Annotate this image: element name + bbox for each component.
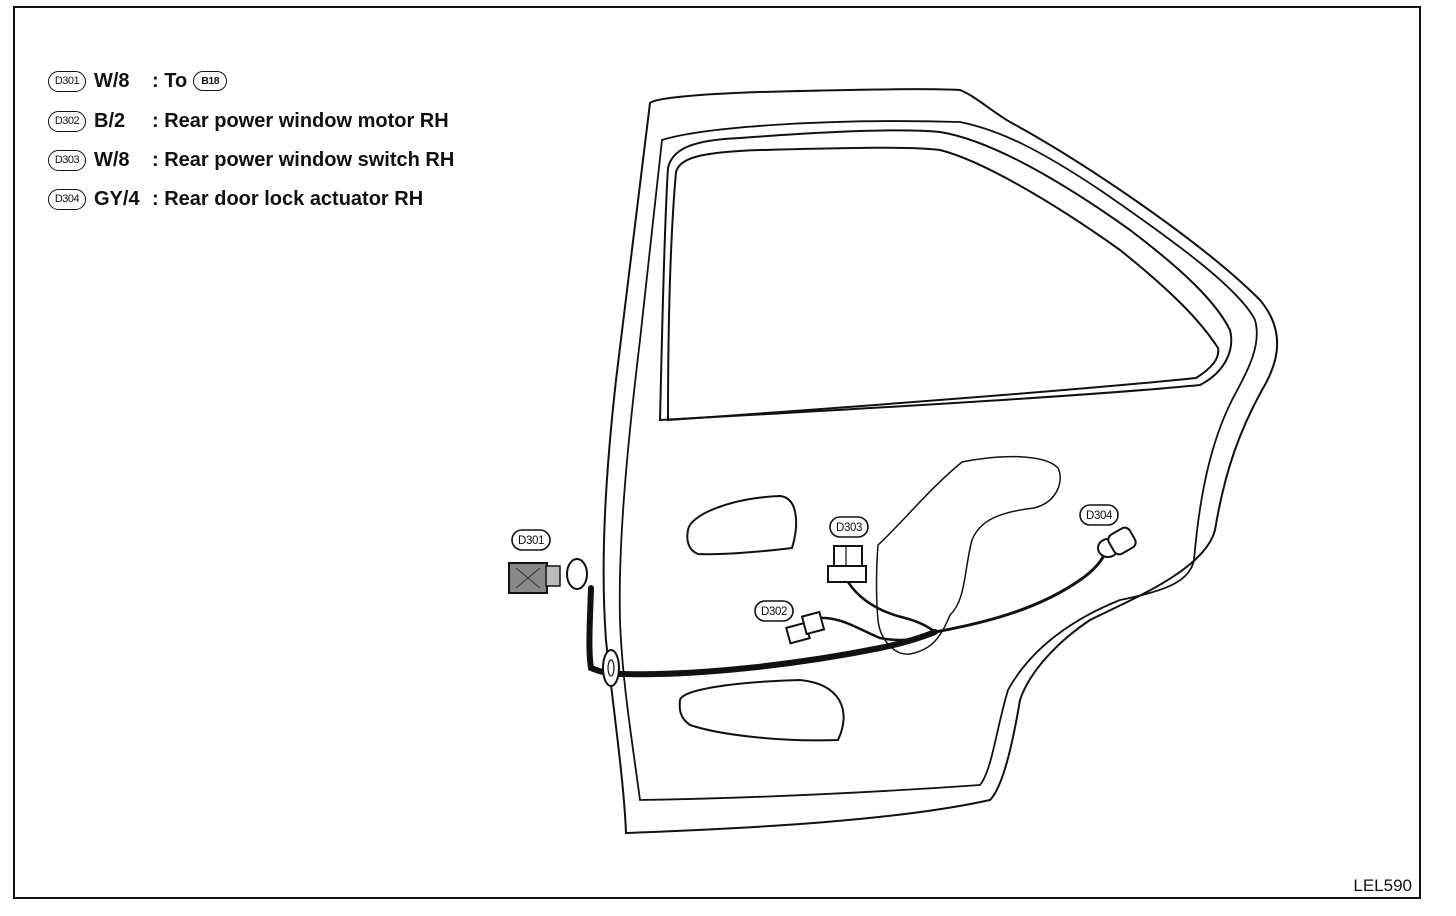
wire-code: W/8 (94, 148, 130, 171)
description-text: : To (152, 69, 188, 92)
legend-row-d304: D304 GY/4 : Rear door lock actuator RH (48, 184, 423, 214)
window-frame-outer (658, 129, 1233, 422)
wire-code: GY/4 (94, 187, 140, 210)
callout-d301-label: D301 (518, 535, 544, 547)
connector-tag-d301: D301 (48, 70, 86, 92)
service-hole-upper-left (686, 494, 798, 556)
callout-d303: D303 (829, 516, 869, 538)
connector-d303 (827, 545, 867, 583)
door-inner-outline (618, 120, 1258, 801)
connector-description: : Rear power window switch RH (152, 148, 455, 171)
connector-description: : To B18 (152, 69, 228, 93)
connector-tag-d303: D303 (48, 149, 86, 171)
figure-id: LEL590 (1353, 876, 1412, 895)
window-glass (666, 146, 1220, 422)
connector-tag-d302: D302 (48, 110, 86, 132)
wire-code: W/8 (94, 69, 130, 92)
diagram-frame (13, 6, 1421, 899)
legend-row-d303: D303 W/8 : Rear power window switch RH (48, 145, 454, 175)
callout-d303-label: D303 (836, 522, 862, 534)
connector-tag-b18: B18 (193, 71, 228, 91)
callout-d304: D304 (1079, 504, 1119, 526)
callout-d301: D301 (511, 529, 551, 551)
grommet-upper (566, 558, 588, 590)
connector-d304 (1097, 526, 1137, 558)
legend-row-d302: D302 B/2 : Rear power window motor RH (48, 106, 449, 136)
harness-branch-d303 (846, 581, 936, 633)
grommet-lower (602, 649, 620, 687)
callout-d302: D302 (754, 600, 794, 622)
connector-d302 (785, 610, 826, 645)
main-harness (586, 585, 938, 678)
harness-branch-d302 (817, 616, 936, 642)
connector-description: : Rear power window motor RH (152, 109, 449, 132)
door-outer-outline (602, 88, 1279, 835)
connector-d301 (508, 562, 561, 594)
connector-description: : Rear door lock actuator RH (152, 187, 424, 210)
harness-branch-d304 (934, 551, 1108, 634)
service-hole-lower-left (678, 678, 845, 742)
callout-d304-label: D304 (1086, 510, 1113, 522)
legend-row-d301: D301 W/8 : To B18 (48, 66, 228, 96)
connector-tag-d304: D304 (48, 188, 86, 210)
wire-code: B/2 (94, 109, 126, 132)
callout-d302-label: D302 (761, 606, 787, 618)
